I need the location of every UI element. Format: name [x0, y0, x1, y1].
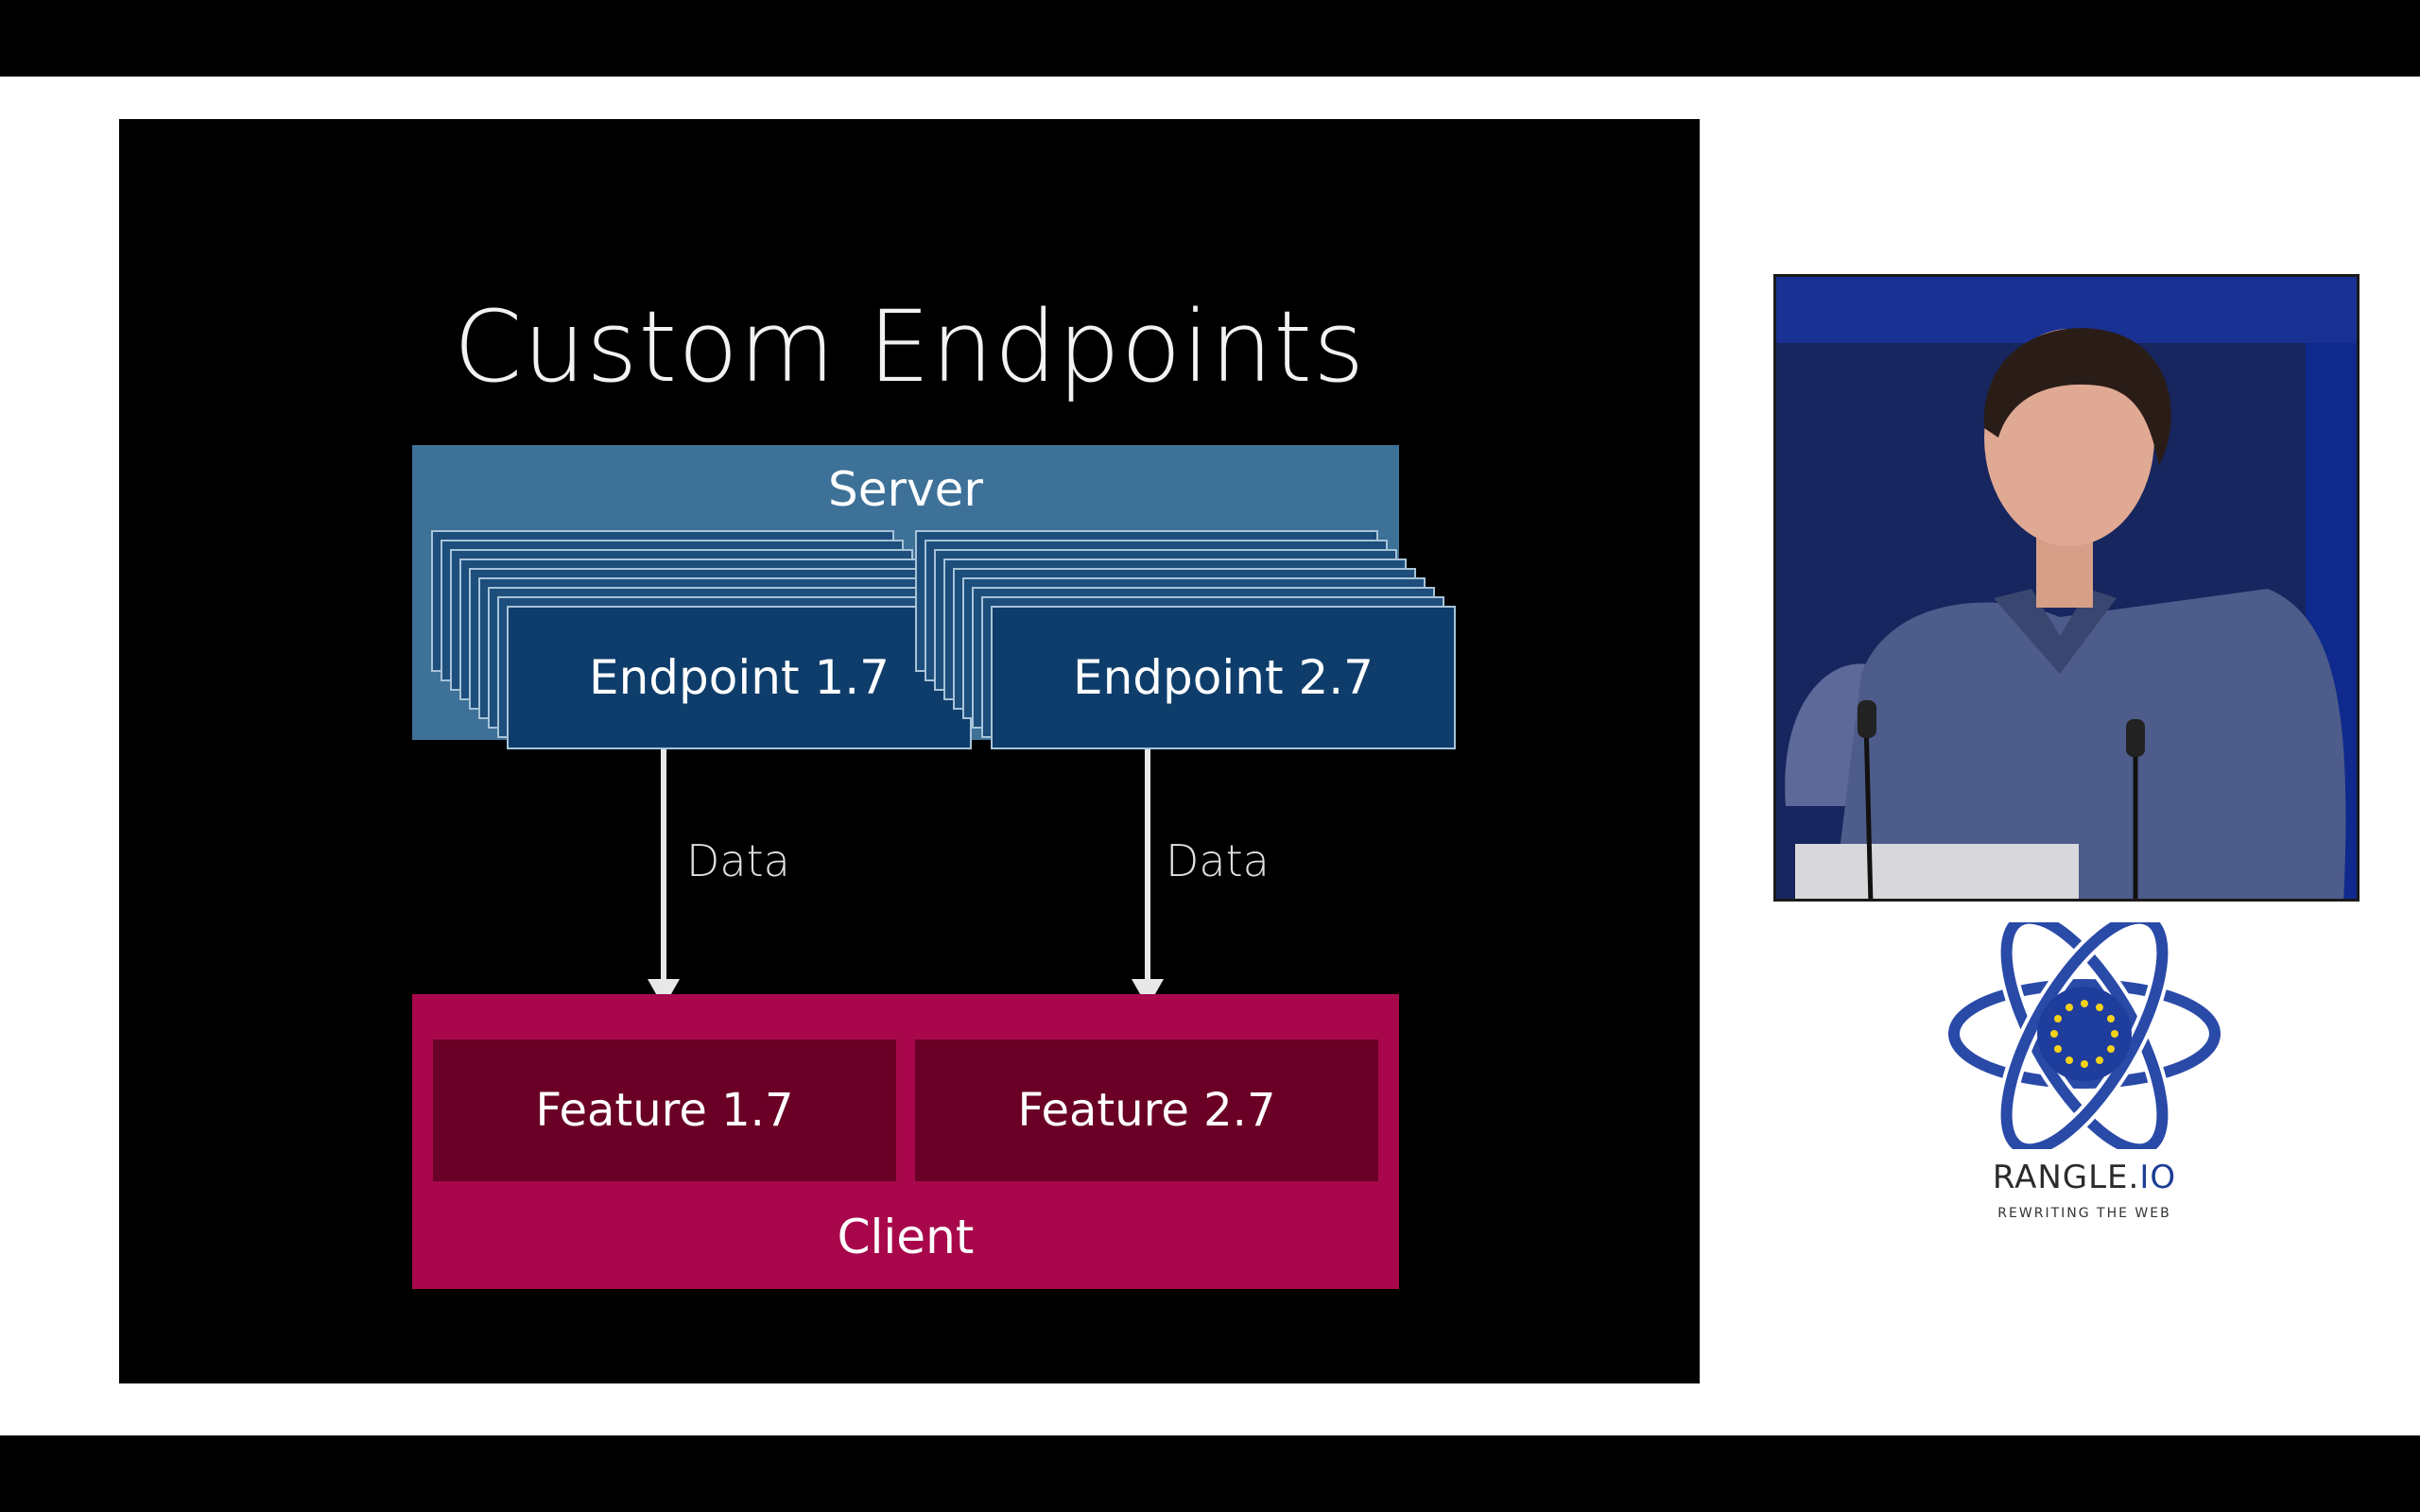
- bottom-letterbox: [0, 1435, 2420, 1512]
- client-box: Feature 1.7 Feature 2.7 Client: [412, 994, 1399, 1289]
- sponsor-name: RANGLE.IO: [1947, 1159, 2221, 1196]
- data-arrow-line: [1145, 749, 1150, 980]
- data-arrow-line: [661, 749, 666, 980]
- feature-label: Feature 2.7: [1017, 1084, 1276, 1137]
- server-label: Server: [828, 462, 983, 517]
- slide-title: Custom Endpoints: [453, 289, 1366, 404]
- data-label: Data: [686, 835, 790, 886]
- endpoint-label: Endpoint 2.7: [1073, 650, 1374, 705]
- feature-label: Feature 1.7: [535, 1084, 794, 1137]
- speaker-photo: [1776, 277, 2357, 899]
- client-label: Client: [837, 1210, 975, 1264]
- sponsor-tagline: REWRITING THE WEB: [1997, 1206, 2171, 1221]
- atom-logo-icon: [1945, 908, 2224, 1160]
- sponsor-name-accent: IO: [2139, 1159, 2177, 1196]
- endpoint-box-1: Endpoint 1.7: [507, 606, 972, 749]
- top-letterbox: [0, 0, 2420, 77]
- endpoint-box-2: Endpoint 2.7: [991, 606, 1456, 749]
- endpoint-label: Endpoint 1.7: [589, 650, 890, 705]
- feature-box-1: Feature 1.7: [433, 1040, 896, 1181]
- sponsor-name-main: RANGLE.: [1992, 1159, 2140, 1196]
- video-frame: Custom Endpoints Server Endpoint 1.7 End…: [0, 77, 2420, 1435]
- feature-box-2: Feature 2.7: [915, 1040, 1378, 1181]
- presentation-slide: Custom Endpoints Server Endpoint 1.7 End…: [119, 119, 1700, 1383]
- speaker-video: [1773, 274, 2360, 902]
- data-label: Data: [1166, 835, 1270, 886]
- sponsor-logo: RANGLE.IO REWRITING THE WEB: [1945, 908, 2224, 1221]
